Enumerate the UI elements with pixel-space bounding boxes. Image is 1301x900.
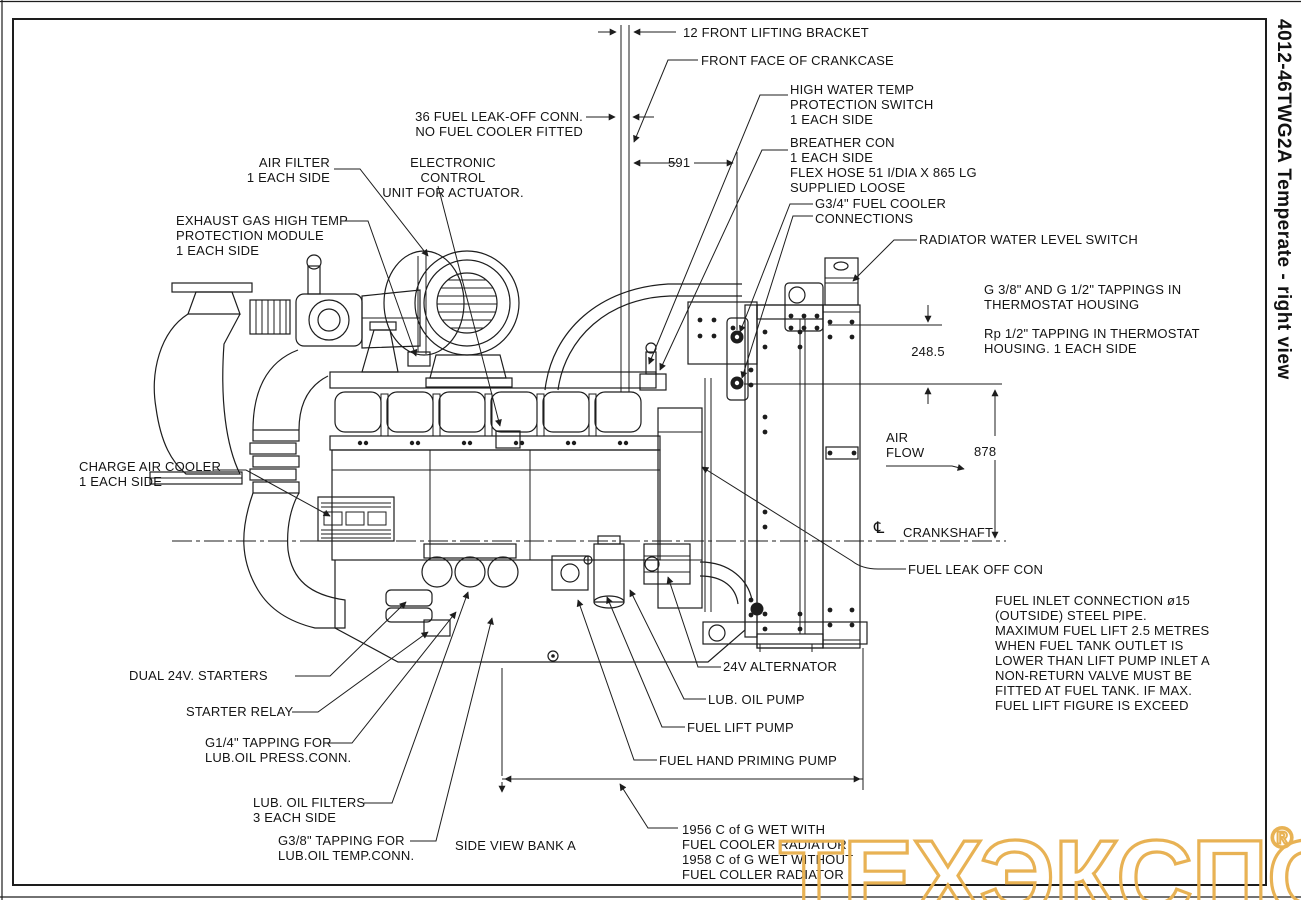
exhaust-elbow xyxy=(149,282,253,485)
callout-charge-air-cooler: CHARGE AIR COOLER 1 EACH SIDE xyxy=(79,459,222,489)
callout-dual-starters: DUAL 24V. STARTERS xyxy=(129,668,268,683)
centerline-icon: ℄ xyxy=(874,518,885,537)
dimension-591: 591 xyxy=(668,155,691,170)
registered-trademark-icon: ® xyxy=(1270,821,1294,856)
dimension-lines xyxy=(172,25,1006,793)
callout-fuel-lift-pump: FUEL LIFT PUMP xyxy=(687,720,794,735)
leader-lines xyxy=(214,59,917,842)
air-flow-label: AIR FLOW xyxy=(886,430,925,460)
callout-lub-oil-pump: LUB. OIL PUMP xyxy=(708,692,805,707)
callout-alternator: 24V ALTERNATOR xyxy=(723,659,838,674)
engine-block xyxy=(329,371,712,612)
callout-fuel-hand-priming-pump: FUEL HAND PRIMING PUMP xyxy=(659,753,837,768)
pumps-filters-starters xyxy=(385,535,691,637)
breather-and-hoses xyxy=(544,283,742,391)
callout-fuel-cooler-connections: G3/4" FUEL COOLER CONNECTIONS xyxy=(815,196,947,226)
callout-high-water-temp: HIGH WATER TEMP PROTECTION SWITCH 1 EACH… xyxy=(790,82,934,127)
callout-fuel-leak-off-con: FUEL LEAK OFF CON xyxy=(908,562,1044,577)
air-filter xyxy=(361,250,520,388)
note-fuel-inlet: FUEL INLET CONNECTION ø15 (OUTSIDE) STEE… xyxy=(995,593,1210,713)
callout-lub-oil-filters: LUB. OIL FILTERS 3 EACH SIDE xyxy=(253,795,366,825)
techexpo-watermark: ТЕХЭКСПО xyxy=(777,817,1301,900)
callout-starter-relay: STARTER RELAY xyxy=(186,704,294,719)
charge-air-cooler xyxy=(243,349,395,629)
callout-air-filter: AIR FILTER 1 EACH SIDE xyxy=(246,155,330,185)
view-title: SIDE VIEW BANK A xyxy=(455,838,576,853)
note-rp-tapping: Rp 1/2" TAPPING IN THERMOSTAT HOUSING. 1… xyxy=(984,326,1200,356)
callout-g14-tapping: G1/4" TAPPING FOR LUB.OIL PRESS.CONN. xyxy=(205,735,352,765)
dimension-248-5: 248.5 xyxy=(911,344,945,359)
callout-fuel-leak-off-conn: 36 FUEL LEAK-OFF CONN. NO FUEL COOLER FI… xyxy=(415,109,583,139)
note-centre-of-gravity: 1956 C of G WET WITH FUEL COOLER RADIATO… xyxy=(682,822,854,882)
sheet-side-title: 4012-46TWG2A Temperate - right view xyxy=(1273,19,1294,380)
callout-radiator-water-level-switch: RADIATOR WATER LEVEL SWITCH xyxy=(919,232,1138,247)
callout-breather: BREATHER CON 1 EACH SIDE FLEX HOSE 51 I/… xyxy=(790,135,977,195)
callout-exhaust-gas-module: EXHAUST GAS HIGH TEMP PROTECTION MODULE … xyxy=(176,213,349,258)
crankshaft-label: CRANKSHAFT xyxy=(903,525,994,540)
callout-front-face-crankcase: FRONT FACE OF CRANKCASE xyxy=(701,53,894,68)
callout-front-lifting-bracket: 12 FRONT LIFTING BRACKET xyxy=(683,25,869,40)
dimension-878: 878 xyxy=(974,444,997,459)
turbocharger xyxy=(249,254,421,349)
callout-g38-tapping: G3/8" TAPPING FOR LUB.OIL TEMP.CONN. xyxy=(278,833,415,863)
callout-ecu: ELECTRONIC CONTROL UNIT FOR ACTUATOR. xyxy=(382,155,524,200)
radiator xyxy=(687,257,868,652)
note-thermostat-tappings: G 3/8" AND G 1/2" TAPPINGS IN THERMOSTAT… xyxy=(984,282,1182,312)
